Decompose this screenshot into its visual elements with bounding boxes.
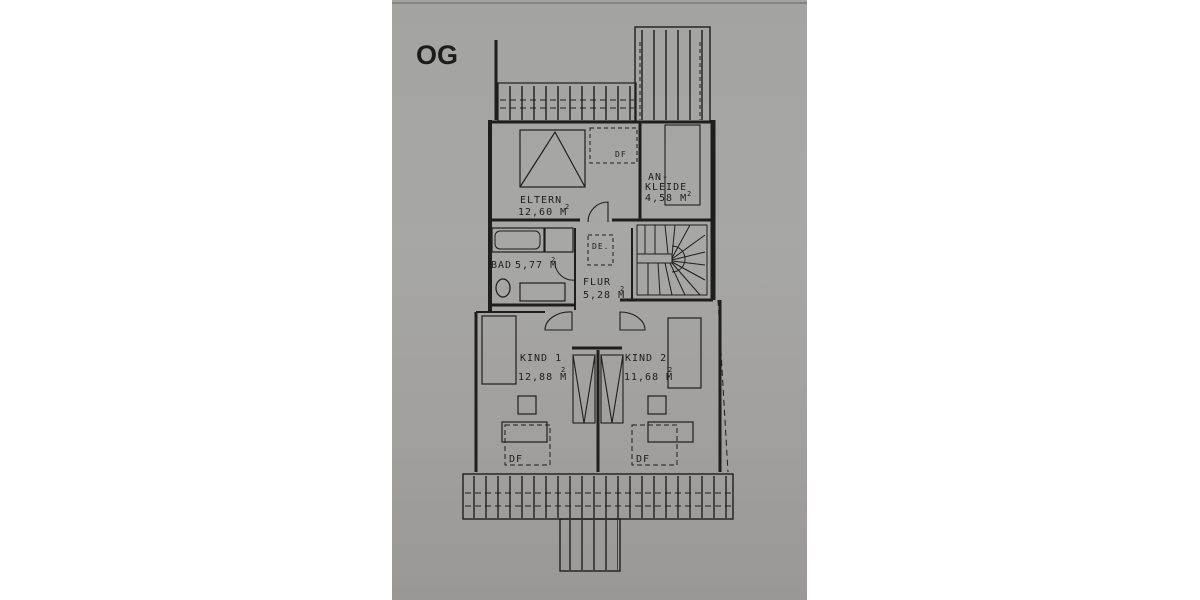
label-bad-area: 5,77 M <box>515 260 557 271</box>
balcony-top-right <box>634 26 711 123</box>
bed-eltern <box>519 129 586 188</box>
svg-text:2: 2 <box>551 256 556 264</box>
interior-walls <box>476 122 713 472</box>
label-ankleide-line2: KLEIDE <box>645 182 687 193</box>
label-de-flur: DE. <box>592 242 609 251</box>
balcony-top-left <box>494 40 637 122</box>
label-eltern-area: 12,60 M <box>518 207 567 218</box>
wardrobes-center <box>572 354 624 424</box>
door-bad <box>554 261 576 281</box>
label-kind1-name: KIND 1 <box>520 353 562 364</box>
label-df-kind2: DF <box>636 454 650 465</box>
washbasin <box>519 282 566 302</box>
label-kind1-area: 12,88 M <box>518 372 567 383</box>
floor-label: OG <box>416 40 459 70</box>
svg-text:2: 2 <box>668 366 673 374</box>
label-df-kind1: DF <box>509 454 523 465</box>
skylight-eltern <box>589 127 638 164</box>
label-flur-area: 5,28 M <box>583 290 625 301</box>
door-eltern <box>587 201 609 223</box>
chair-kind2 <box>647 395 667 415</box>
label-eltern-name: ELTERN <box>520 195 562 206</box>
bed-kind1 <box>481 315 517 385</box>
skylight-kind2 <box>631 424 678 466</box>
skylight-flur <box>587 234 614 266</box>
wardrobe-ankleide <box>664 124 701 206</box>
label-ankleide-area: 4,58 M <box>645 193 687 204</box>
staircase <box>636 224 708 296</box>
outer-walls <box>474 120 729 473</box>
label-kind2-name: KIND 2 <box>625 353 667 364</box>
label-ankleide-line1: AN- <box>648 172 669 183</box>
desk-kind2 <box>647 421 694 443</box>
label-bad-name: BAD <box>491 260 512 271</box>
room-labels: ELTERN 12,60 M 2 AN- KLEIDE 4,58 M 2 BAD… <box>491 150 692 465</box>
paper-top-edge <box>392 2 807 4</box>
svg-text:2: 2 <box>565 203 570 211</box>
svg-text:2: 2 <box>687 190 692 198</box>
balcony-bottom <box>462 473 734 572</box>
desk-kind1 <box>501 421 548 443</box>
label-kind2-area: 11,68 M <box>624 372 673 383</box>
bed-kind2 <box>667 317 702 389</box>
door-kind1 <box>544 311 573 331</box>
skylight-kind1 <box>504 424 551 466</box>
door-kind2 <box>619 311 646 331</box>
label-flur-name: FLUR <box>583 277 611 288</box>
toilet <box>495 278 511 298</box>
svg-text:2: 2 <box>620 285 625 293</box>
floor-plan-drawing: ELTERN 12,60 M 2 AN- KLEIDE 4,58 M 2 BAD… <box>462 26 734 572</box>
svg-text:2: 2 <box>561 366 566 374</box>
bathtub <box>491 227 574 253</box>
label-df-eltern: DF <box>615 150 627 159</box>
chair-kind1 <box>517 395 537 415</box>
